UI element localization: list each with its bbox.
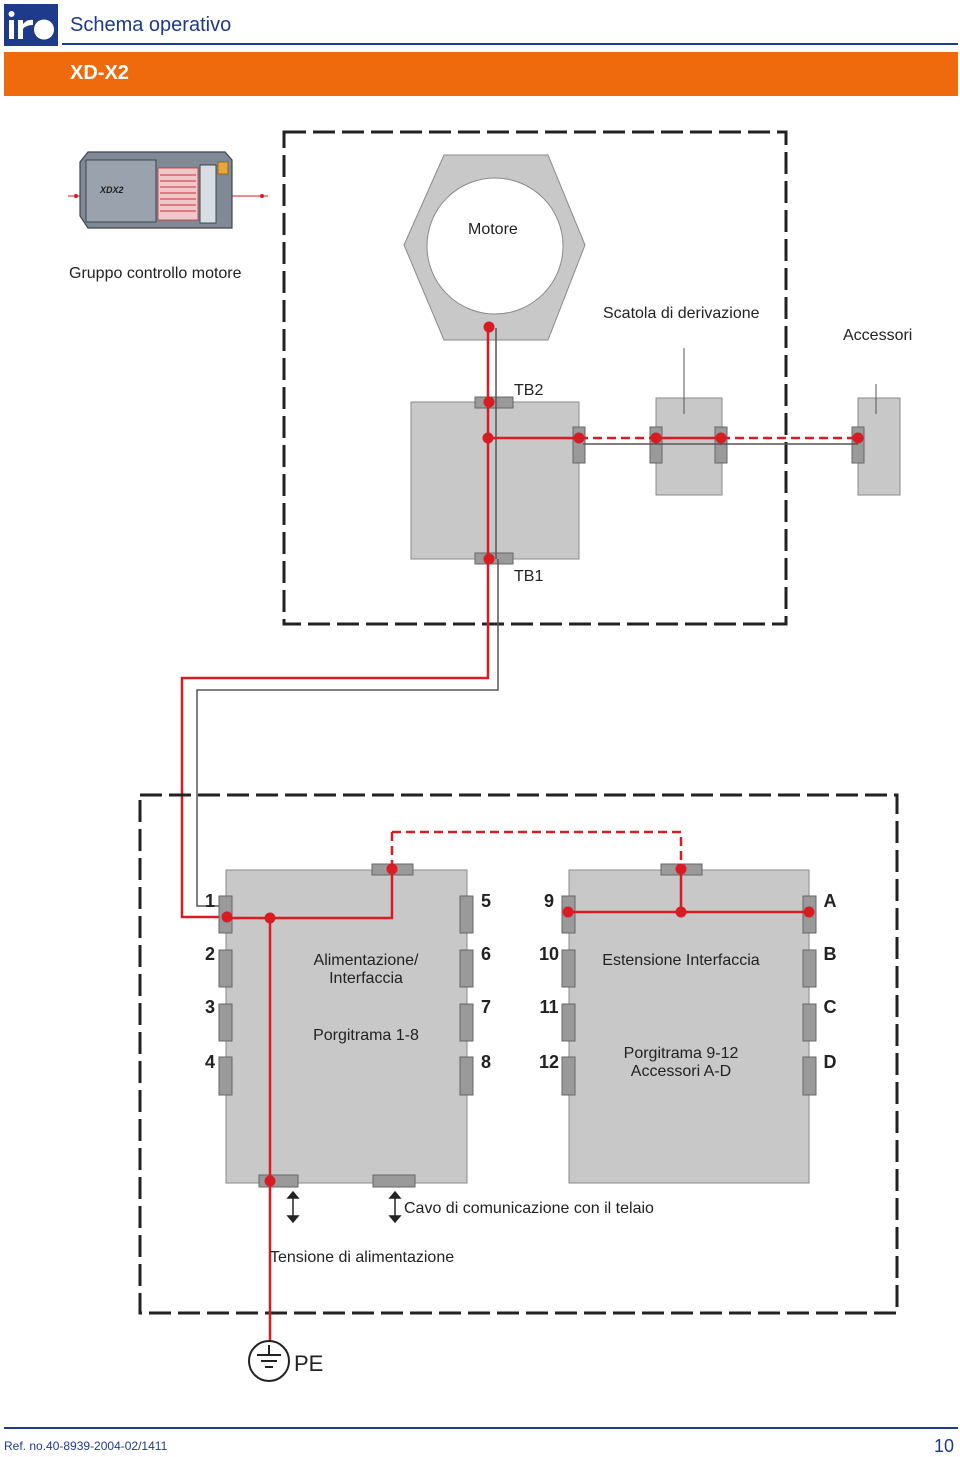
terminal-number: 2 bbox=[205, 944, 215, 964]
terminal-slot-11 bbox=[561, 1003, 576, 1042]
title-band: XD-X2 bbox=[4, 52, 958, 96]
terminal-letter: D bbox=[824, 1052, 837, 1072]
accessory-box-1 bbox=[655, 397, 723, 496]
interface-extension-module bbox=[568, 869, 810, 1184]
page-number: 10 bbox=[933, 1436, 954, 1456]
gruppo-label: Gruppo controllo motore bbox=[69, 265, 242, 282]
tensione-label: Tensione di alimentazione bbox=[270, 1249, 454, 1266]
terminal-slot-6 bbox=[459, 949, 474, 988]
terminal-slot-7 bbox=[459, 1003, 474, 1042]
accessory-conn-c bbox=[714, 426, 728, 464]
terminal-letter: C bbox=[824, 997, 837, 1017]
pe-label: PE bbox=[294, 1351, 323, 1376]
terminal-slot-d bbox=[802, 1056, 817, 1096]
footer-reference: Ref. no.40-8939-2004-02/1411 bbox=[4, 1439, 168, 1453]
motor-control-unit-image: XDX2 bbox=[68, 151, 268, 229]
terminal-number: 12 bbox=[539, 1052, 559, 1072]
power-interface-module bbox=[225, 869, 468, 1184]
header-rule bbox=[62, 43, 958, 45]
terminal-letter: B bbox=[824, 944, 837, 964]
motore-label: Motore bbox=[468, 221, 518, 238]
terminal-slot-4 bbox=[218, 1056, 233, 1096]
terminal-number: 8 bbox=[481, 1052, 491, 1072]
junction-terminal-box bbox=[410, 401, 580, 560]
cavo-label: Cavo di comunicazione con il telaio bbox=[404, 1200, 654, 1217]
alimentazione-label-1: Alimentazione/ bbox=[314, 952, 420, 969]
comm-connector bbox=[372, 1174, 416, 1188]
terminal-number: 10 bbox=[539, 944, 559, 964]
ground-icon bbox=[248, 1340, 290, 1382]
junction-box-frame bbox=[282, 130, 788, 626]
terminal-slot-5 bbox=[459, 895, 474, 934]
alimentazione-label-2: Interfaccia bbox=[329, 970, 403, 987]
accessory-conn-b bbox=[649, 426, 663, 464]
terminal-slot-2 bbox=[218, 949, 233, 988]
model-title: XD-X2 bbox=[70, 62, 129, 84]
terminal-number: 3 bbox=[205, 997, 215, 1017]
porgitrama-9-12-label: Porgitrama 9-12 bbox=[624, 1045, 739, 1062]
terminal-slot-c bbox=[802, 1003, 817, 1042]
terminal-slot-8 bbox=[459, 1056, 474, 1096]
terminal-number: 6 bbox=[481, 944, 491, 964]
estensione-label: Estensione Interfaccia bbox=[602, 952, 760, 969]
scatola-label: Scatola di derivazione bbox=[603, 305, 760, 322]
tb1-label: TB1 bbox=[514, 568, 543, 585]
motor-circle bbox=[426, 177, 564, 315]
device-label: XDX2 bbox=[99, 185, 124, 195]
terminal-number: 4 bbox=[205, 1052, 215, 1072]
iro-logo: iro bbox=[4, 4, 58, 46]
accessory-conn-a bbox=[572, 426, 586, 464]
terminal-number: 7 bbox=[481, 997, 491, 1017]
terminal-slot-b bbox=[802, 949, 817, 988]
accessori-a-d-label: Accessori A-D bbox=[631, 1063, 731, 1080]
control-cabinet-frame bbox=[138, 793, 899, 1315]
terminal-slot-10 bbox=[561, 949, 576, 988]
footer-rule bbox=[4, 1427, 958, 1429]
upper-junction-dots bbox=[482, 321, 864, 565]
accessory-box-2 bbox=[857, 397, 901, 496]
terminal-slot-3 bbox=[218, 1003, 233, 1042]
accessory-conn-d bbox=[851, 426, 865, 464]
terminal-number: 9 bbox=[544, 891, 554, 911]
terminal-slot-12 bbox=[561, 1056, 576, 1096]
terminal-number: 5 bbox=[481, 891, 491, 911]
tb2-label: TB2 bbox=[514, 382, 543, 399]
page-title: Schema operativo bbox=[70, 14, 232, 36]
terminal-letter: A bbox=[824, 891, 837, 911]
terminal-number: 1 bbox=[205, 891, 215, 911]
terminal-number: 11 bbox=[539, 997, 558, 1017]
accessori-label: Accessori bbox=[843, 327, 912, 344]
lower-junction-dots bbox=[221, 863, 815, 1187]
porgitrama-1-8-label: Porgitrama 1-8 bbox=[313, 1027, 419, 1044]
